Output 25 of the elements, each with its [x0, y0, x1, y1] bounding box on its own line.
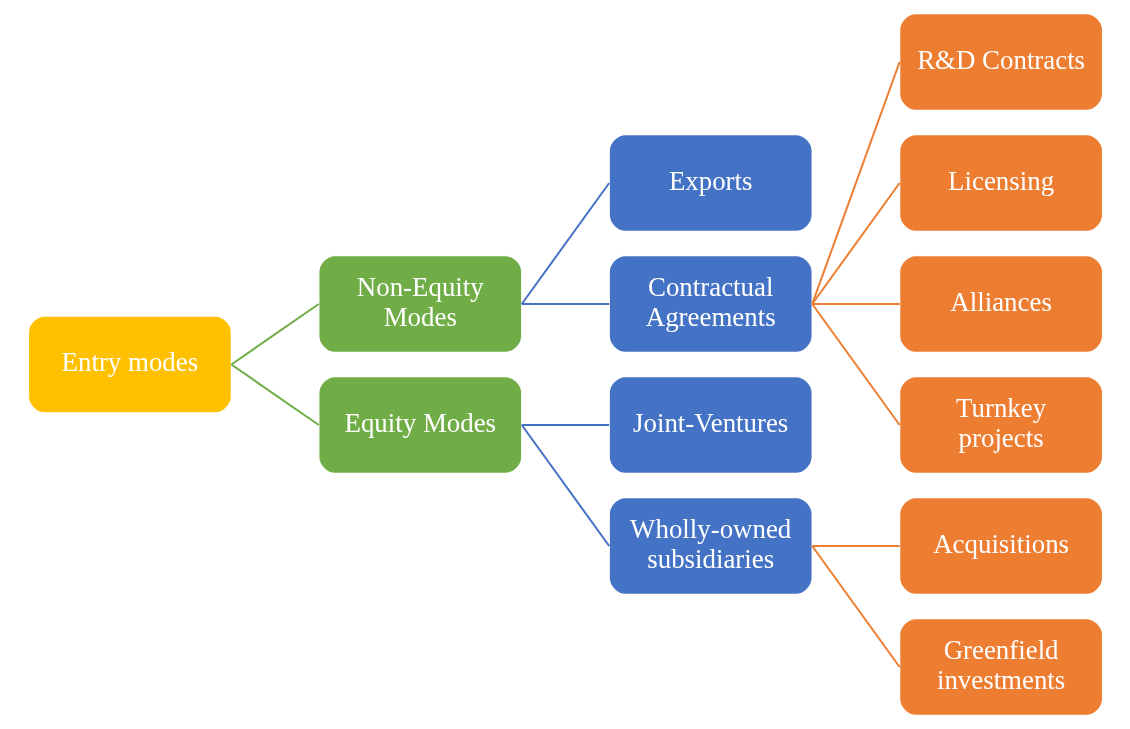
node-box: Wholly-owned subsidiaries: [608, 496, 813, 596]
connector: [230, 363, 319, 426]
connector: [521, 303, 609, 305]
connector: [230, 303, 319, 366]
node-box: Turnkey projects: [898, 375, 1103, 475]
connector: [811, 303, 900, 305]
node-box: Entry modes: [27, 315, 232, 414]
connector: [810, 545, 900, 668]
node-box: Licensing: [898, 133, 1103, 233]
node-box: Greenfield investments: [898, 617, 1103, 717]
connector: [811, 545, 900, 547]
connector: [520, 424, 610, 547]
connector: [521, 424, 609, 426]
node-box: Equity Modes: [317, 375, 522, 475]
node-box: Acquisitions: [898, 496, 1103, 596]
node-box: R&D Contracts: [898, 12, 1103, 112]
connector: [810, 61, 901, 305]
connector: [810, 303, 900, 426]
node-box: Joint-Ventures: [608, 375, 813, 475]
connector: [520, 182, 610, 305]
node-box: Exports: [608, 133, 813, 233]
node-box: Non-Equity Modes: [317, 254, 522, 354]
node-box: Contractual Agreements: [608, 254, 813, 354]
node-box: Alliances: [898, 254, 1103, 354]
connector: [810, 182, 900, 305]
